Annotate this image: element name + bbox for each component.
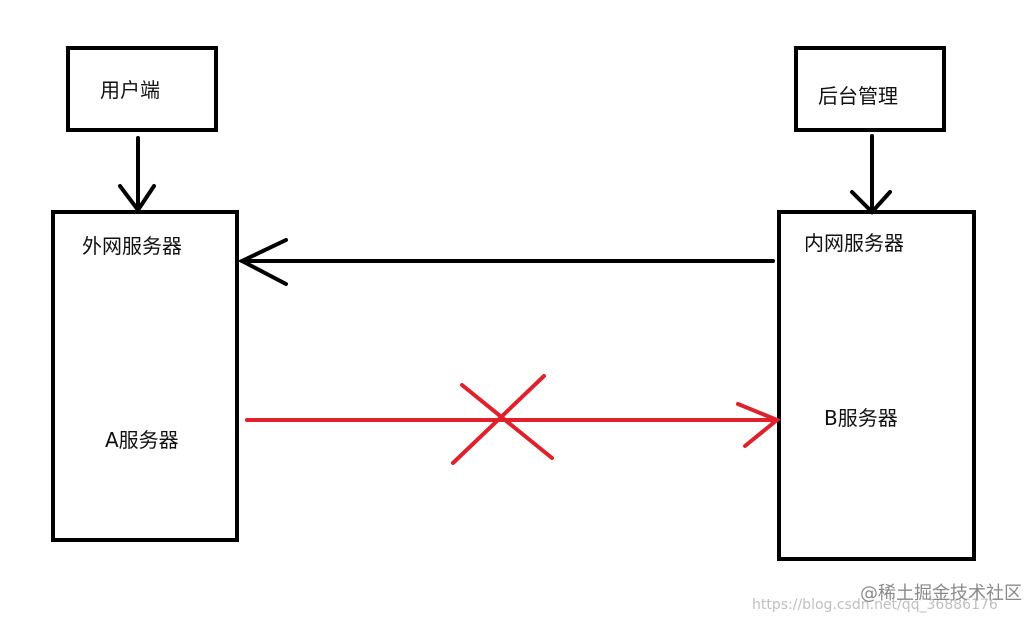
external-server-sublabel: A服务器 xyxy=(105,428,179,452)
watermark-brand: @稀土掘金技术社区 xyxy=(860,583,1022,604)
internal-server-box xyxy=(777,210,976,561)
blocked-x-mark xyxy=(451,374,554,465)
external-server-label: 外网服务器 xyxy=(82,234,182,258)
arrow-admin-to-internal xyxy=(850,134,892,215)
internal-server-label: 内网服务器 xyxy=(804,231,904,255)
backend-admin-label: 后台管理 xyxy=(818,84,898,108)
external-server-box xyxy=(51,210,239,542)
backend-admin-box xyxy=(794,46,946,132)
arrow-external-to-internal-blocked xyxy=(245,402,781,448)
arrow-user-to-external xyxy=(118,136,156,214)
watermark: https://blog.csdn.net/qq_36886176 @稀土掘金技… xyxy=(752,579,1022,613)
arrow-internal-to-external xyxy=(237,238,775,286)
user-client-label: 用户端 xyxy=(100,78,160,102)
internal-server-sublabel: B服务器 xyxy=(824,406,898,430)
watermark-url: https://blog.csdn.net/qq_36886176 xyxy=(752,597,998,613)
user-client-box xyxy=(66,46,218,132)
